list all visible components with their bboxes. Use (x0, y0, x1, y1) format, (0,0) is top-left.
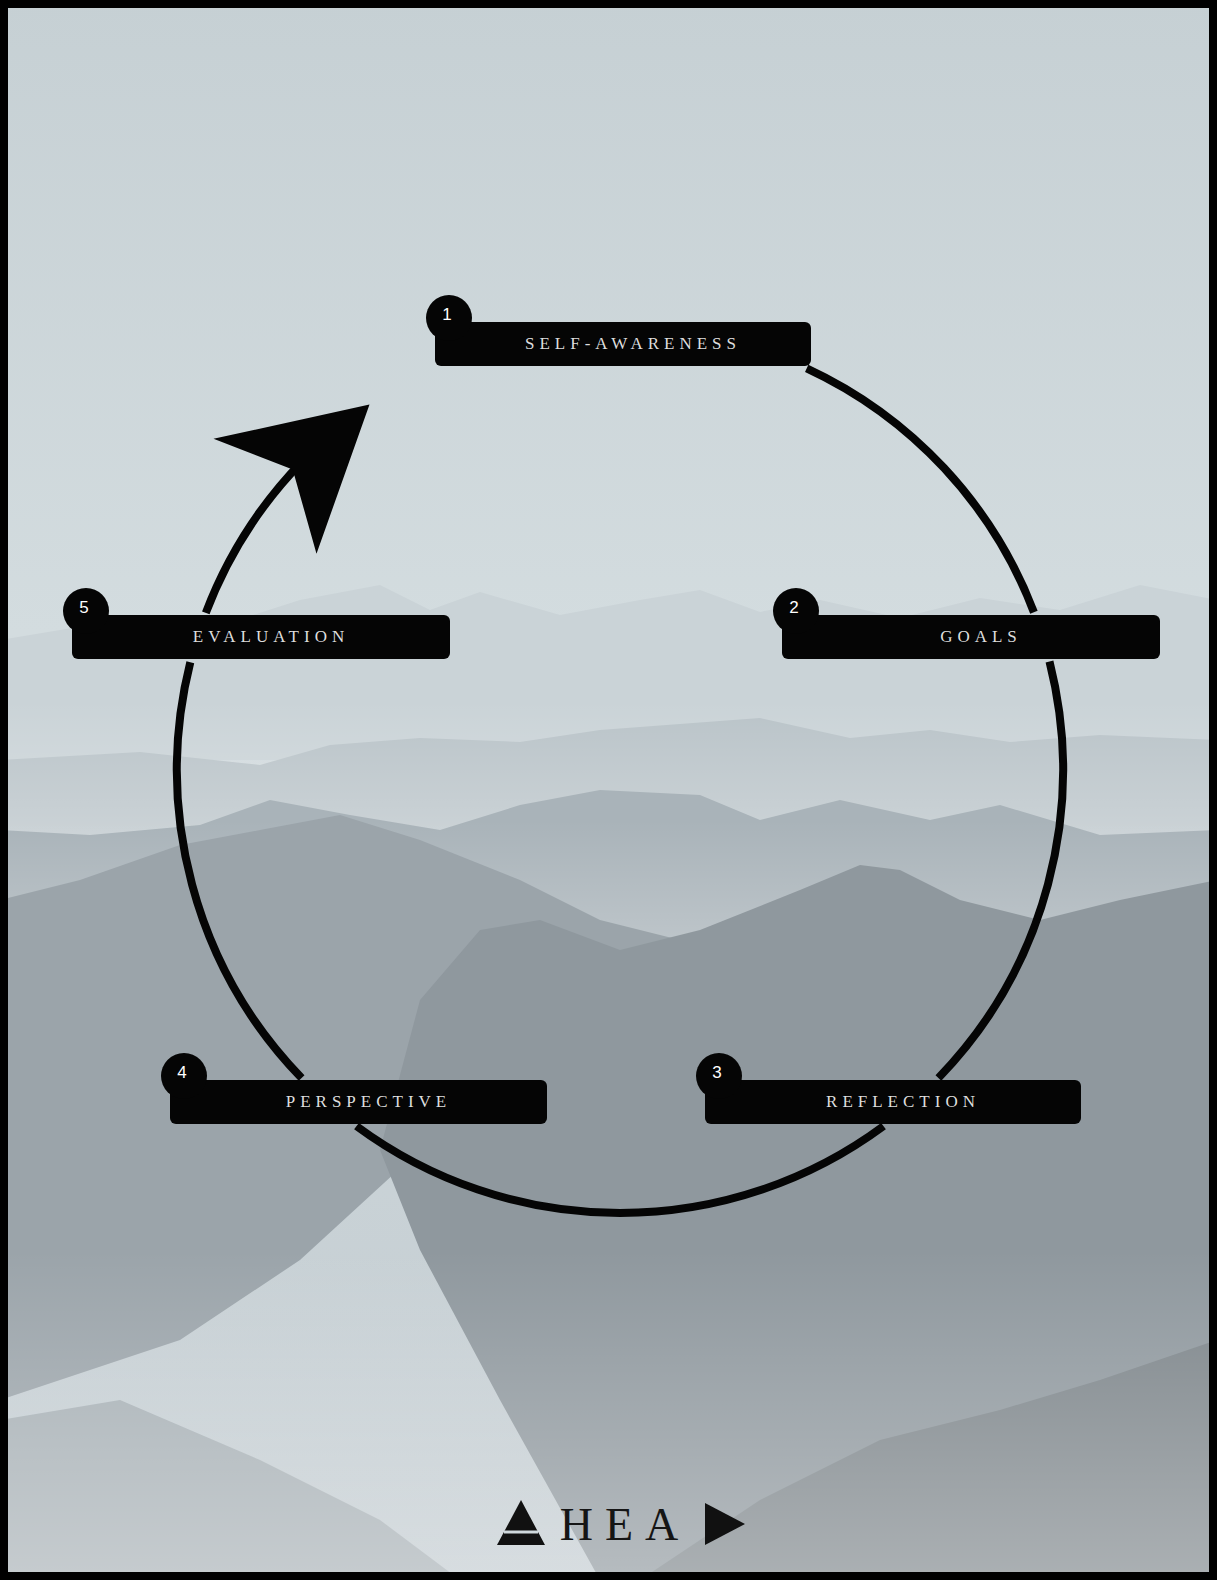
step-badge: 3 (696, 1053, 742, 1099)
step-number: 2 (789, 598, 798, 617)
cycle-arc (807, 368, 1034, 612)
arc-line (807, 368, 1034, 612)
logo-triangle (497, 1500, 545, 1545)
step-bar: 3REFLECTION (705, 1080, 1081, 1124)
step-label: REFLECTION (705, 1080, 1081, 1124)
logo-text: HEA (548, 1497, 702, 1553)
step-number: 1 (442, 305, 451, 324)
step-bar: 1SELF-AWARENESS (435, 322, 811, 366)
logo-stripe (504, 1531, 538, 1534)
arc-line (938, 662, 1063, 1078)
step-label: PERSPECTIVE (170, 1080, 547, 1124)
cycle-arc (177, 662, 302, 1078)
arrow-head (214, 405, 370, 554)
step-number: 3 (712, 1063, 721, 1082)
cycle-arc (938, 662, 1063, 1078)
step-number: 5 (79, 598, 88, 617)
page-frame (4, 4, 1213, 1576)
step-label: EVALUATION (72, 615, 450, 659)
mist (0, 1250, 1217, 1580)
cycle-arc (357, 1126, 884, 1213)
logo-play-triangle (705, 1503, 745, 1545)
step-badge: 4 (161, 1053, 207, 1099)
step-bar: 4PERSPECTIVE (170, 1080, 547, 1124)
step-badge: 2 (773, 588, 819, 634)
step-bar: 2GOALS (782, 615, 1160, 659)
step-number: 4 (177, 1063, 186, 1082)
step-bar: 5EVALUATION (72, 615, 450, 659)
arc-line (357, 1126, 884, 1213)
step-badge: 1 (426, 295, 472, 341)
step-badge: 5 (63, 588, 109, 634)
step-label: GOALS (782, 615, 1160, 659)
arc-line (177, 662, 302, 1078)
arc-line (206, 462, 302, 613)
cycle-arc (206, 405, 370, 613)
step-label: SELF-AWARENESS (435, 322, 811, 366)
